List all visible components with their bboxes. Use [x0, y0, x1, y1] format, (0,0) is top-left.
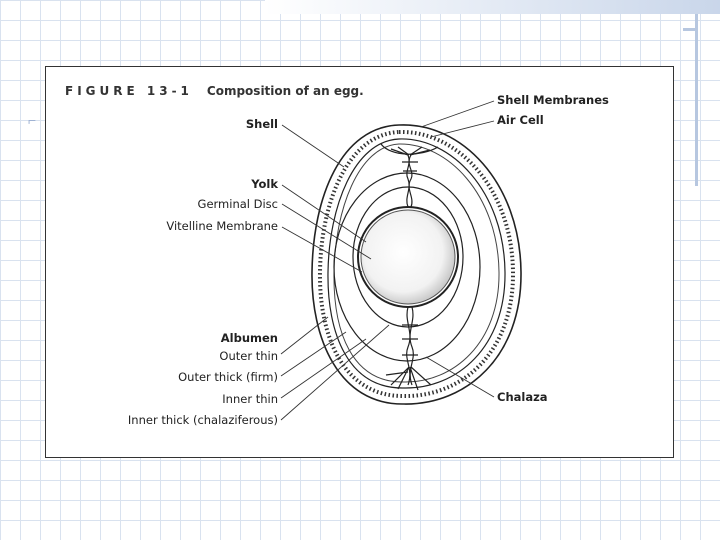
label-shell: Shell: [246, 117, 278, 131]
label-inner-thin: Inner thin: [222, 392, 278, 406]
chalaza-bottom: [386, 307, 431, 390]
yolk: [361, 210, 455, 304]
label-yolk: Yolk: [251, 177, 278, 191]
slide-corner-band: [265, 0, 720, 14]
slide-side-tick: [683, 28, 697, 31]
label-albumen: Albumen: [221, 331, 278, 345]
egg-diagram: [46, 67, 675, 459]
label-air-cell: Air Cell: [497, 113, 544, 127]
label-inner-thick: Inner thick (chalaziferous): [128, 413, 278, 427]
slide-bullet-icon: ⌐: [28, 114, 44, 126]
label-outer-thick: Outer thick (firm): [178, 370, 278, 384]
chalaza-top: [391, 147, 430, 207]
label-chalaza: Chalaza: [497, 390, 548, 404]
label-outer-thin: Outer thin: [219, 349, 278, 363]
label-shell-membranes: Shell Membranes: [497, 93, 609, 107]
label-germinal-disc: Germinal Disc: [198, 197, 278, 211]
label-vitelline-membrane: Vitelline Membrane: [166, 219, 278, 233]
slide-side-rule: [695, 14, 698, 186]
